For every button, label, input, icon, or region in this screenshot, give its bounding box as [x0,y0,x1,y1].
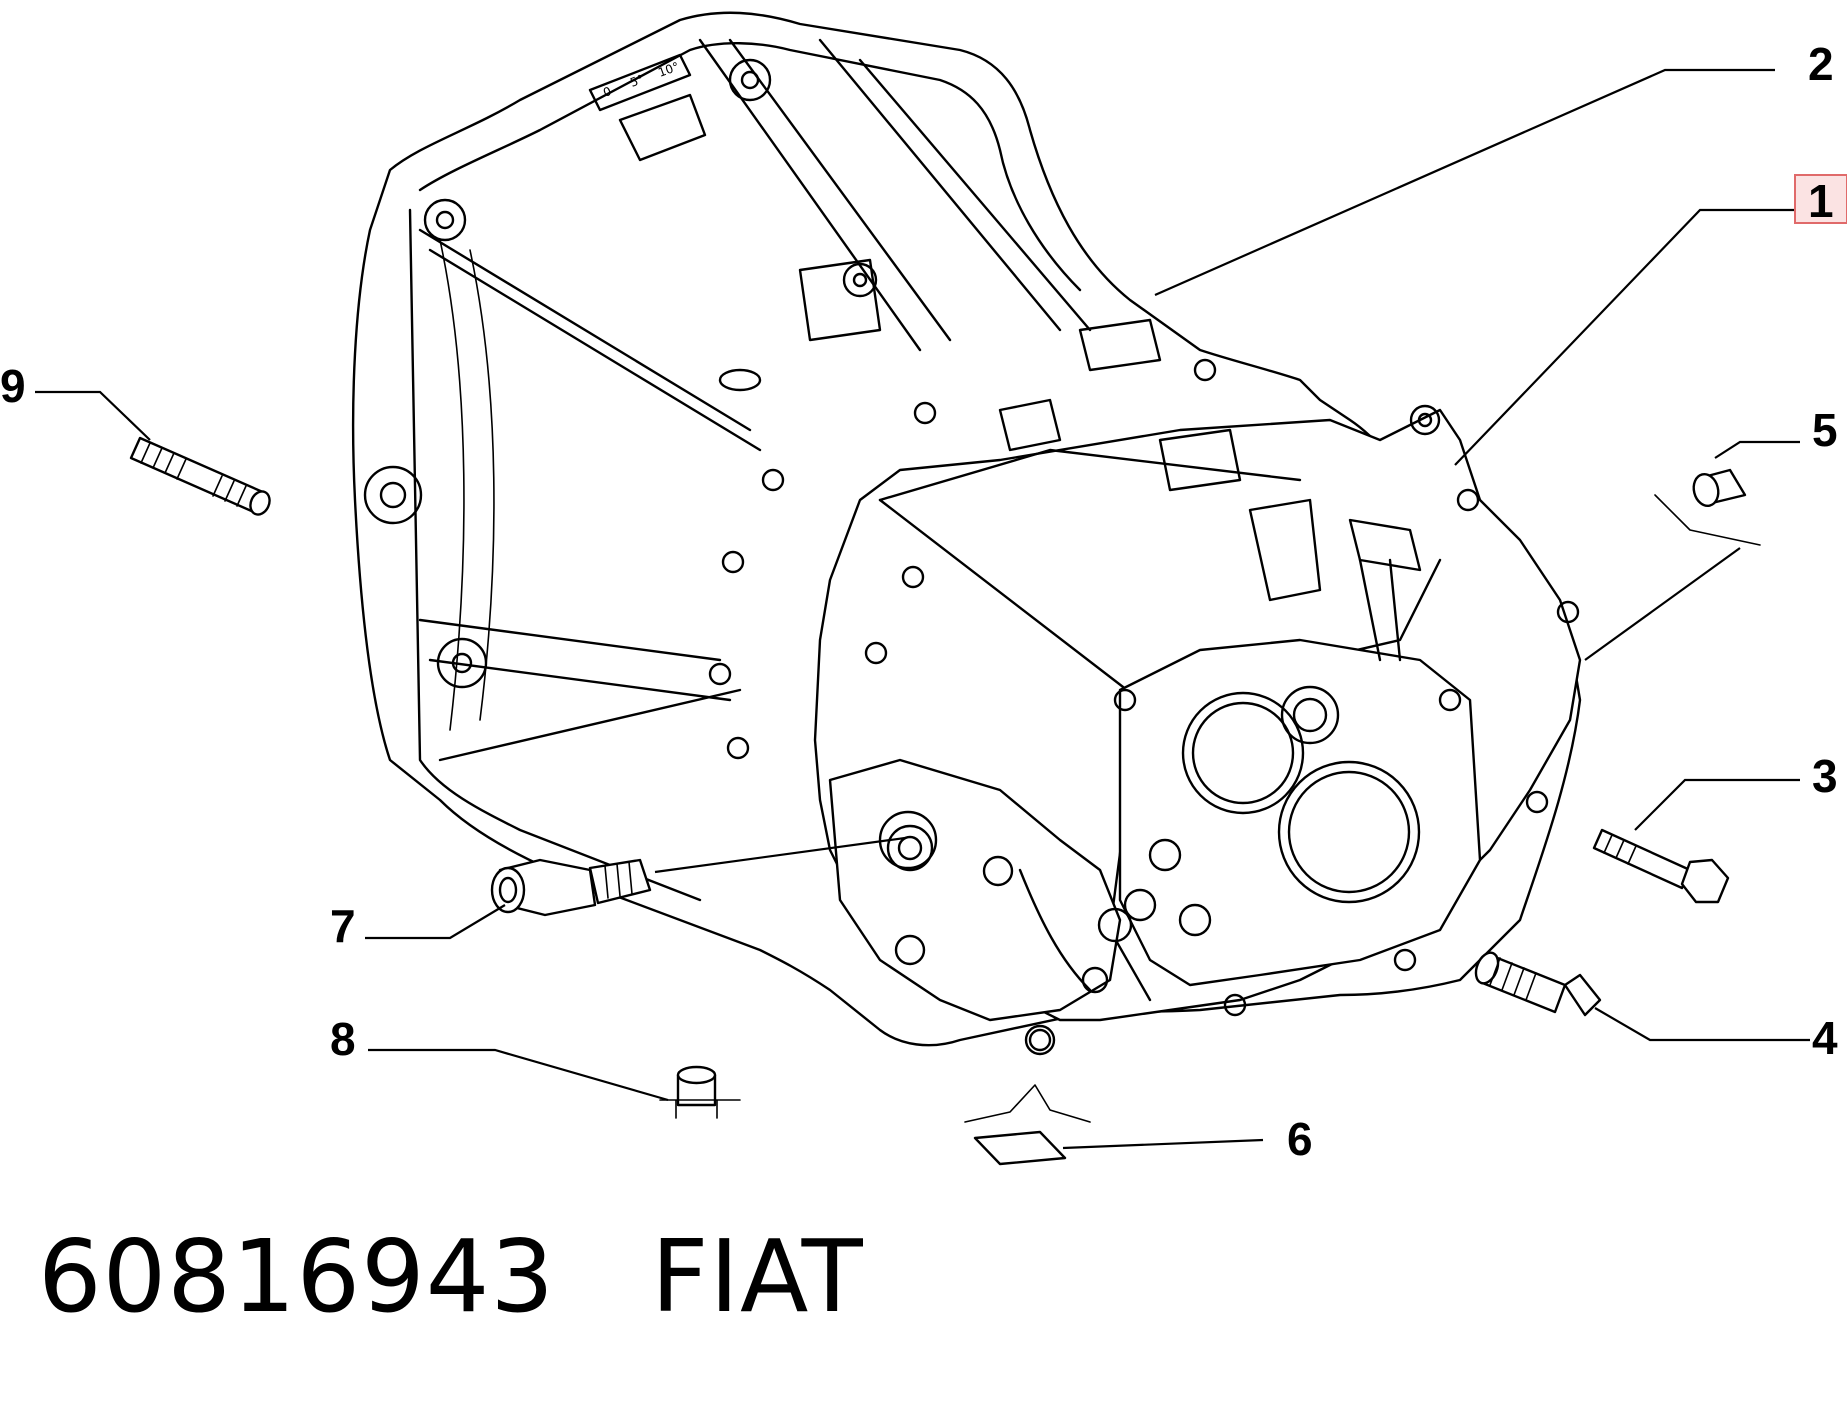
part-8-plug [659,1065,741,1119]
callout-4-number[interactable]: 4 [1812,1012,1838,1064]
part-9-stud [129,436,271,516]
part-7-switch [490,858,652,917]
callout-3-number[interactable]: 3 [1812,750,1838,802]
part-6-plate [964,1084,1091,1166]
callout-2-number[interactable]: 2 [1808,38,1834,90]
callout-7-number[interactable]: 7 [330,900,356,952]
part-3-bolt [1592,828,1730,904]
timing-mark-0: 0 [601,84,613,100]
callout-9-number[interactable]: 9 [0,360,26,412]
part-number: 60816943 [38,1218,555,1335]
callout-6-number[interactable]: 6 [1287,1113,1313,1165]
part-5-dowel [1654,468,1761,546]
part-4-stud [1474,951,1602,1017]
brand-name: FIAT [650,1218,864,1335]
callout-8-number[interactable]: 8 [330,1013,356,1065]
timing-mark-10: 10° [656,59,681,79]
timing-mark-5: 5° [628,72,646,90]
gearbox-casing [708,358,1582,1056]
callout-1-highlight [1794,174,1847,224]
part-caption: 60816943 FIAT [38,1218,864,1335]
callout-1-number[interactable]: 1 [1808,175,1834,227]
callout-5-number[interactable]: 5 [1812,404,1838,456]
callout-labels: 1 2 3 4 5 6 7 8 9 [0,38,1847,1165]
callout-leaders [35,68,1810,1150]
